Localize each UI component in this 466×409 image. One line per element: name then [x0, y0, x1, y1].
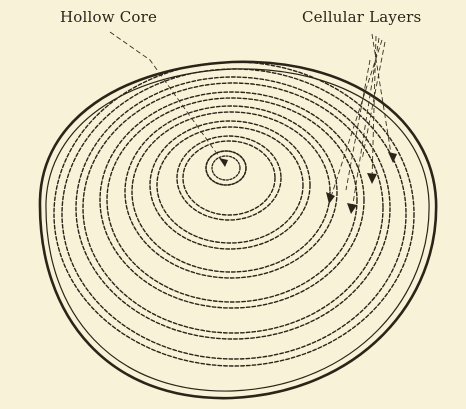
outer-boundary-ring-inner-edge [46, 69, 429, 391]
hollow-core [206, 151, 246, 185]
cellular-layers-pointer-2 [372, 36, 376, 180]
cellular-layer-6b [183, 141, 275, 215]
cellular-layers-pointer-3 [352, 38, 379, 210]
cellular-layers-arrowhead-2 [367, 173, 377, 184]
cellular-layer-6 [177, 136, 281, 220]
cellular-layers-arrowhead-1 [388, 152, 397, 163]
cellular-layer-4 [125, 106, 337, 278]
cellular-layers-pointer-5 [346, 60, 370, 190]
cellular-layer-3 [100, 92, 364, 308]
hollow-core-arrowhead [219, 158, 228, 167]
cellular-layer-2 [76, 77, 390, 339]
cellular-layers-group [54, 62, 414, 366]
